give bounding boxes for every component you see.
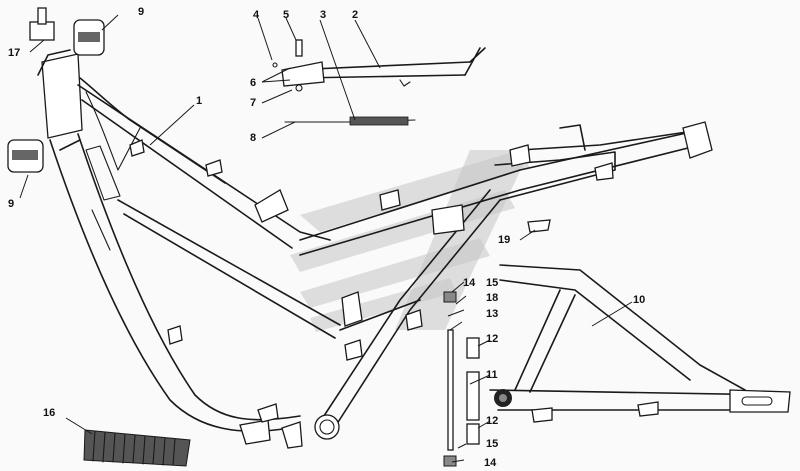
callout-labels: 1 2 3 4 5 6 7 8 9 9 10 11 12 12 13 14 14… [8, 6, 645, 469]
swingarm-part-10 [489, 219, 791, 423]
callout-14-bottom: 14 [484, 457, 497, 469]
callout-12-bottom: 12 [486, 415, 498, 427]
grip-part-16 [83, 429, 191, 467]
callout-4: 4 [253, 9, 260, 21]
callout-18: 18 [486, 292, 498, 304]
callout-9-bottom: 9 [8, 198, 14, 210]
leader-lines [19, 14, 633, 463]
side-stand-assembly [272, 39, 486, 126]
callout-10: 10 [633, 294, 645, 306]
callout-3: 3 [320, 9, 326, 21]
callout-16: 16 [43, 407, 55, 419]
callout-9-top: 9 [138, 6, 144, 18]
main-frame-part-1 [37, 49, 713, 449]
callout-8: 8 [250, 132, 256, 144]
callout-6: 6 [250, 77, 256, 89]
callout-14-top: 14 [463, 277, 476, 289]
watermark-logo [290, 150, 530, 332]
callout-7: 7 [250, 97, 256, 109]
callout-19: 19 [498, 234, 510, 246]
callout-2: 2 [352, 9, 358, 21]
callout-1: 1 [196, 95, 202, 107]
callout-12-top: 12 [486, 333, 498, 345]
callout-11: 11 [486, 369, 498, 381]
callout-15-top: 15 [486, 277, 498, 289]
callout-15-bottom: 15 [486, 438, 498, 450]
callout-13: 13 [486, 308, 498, 320]
callout-5: 5 [283, 9, 289, 21]
head-bearings [7, 7, 105, 173]
callout-17: 17 [8, 47, 20, 59]
